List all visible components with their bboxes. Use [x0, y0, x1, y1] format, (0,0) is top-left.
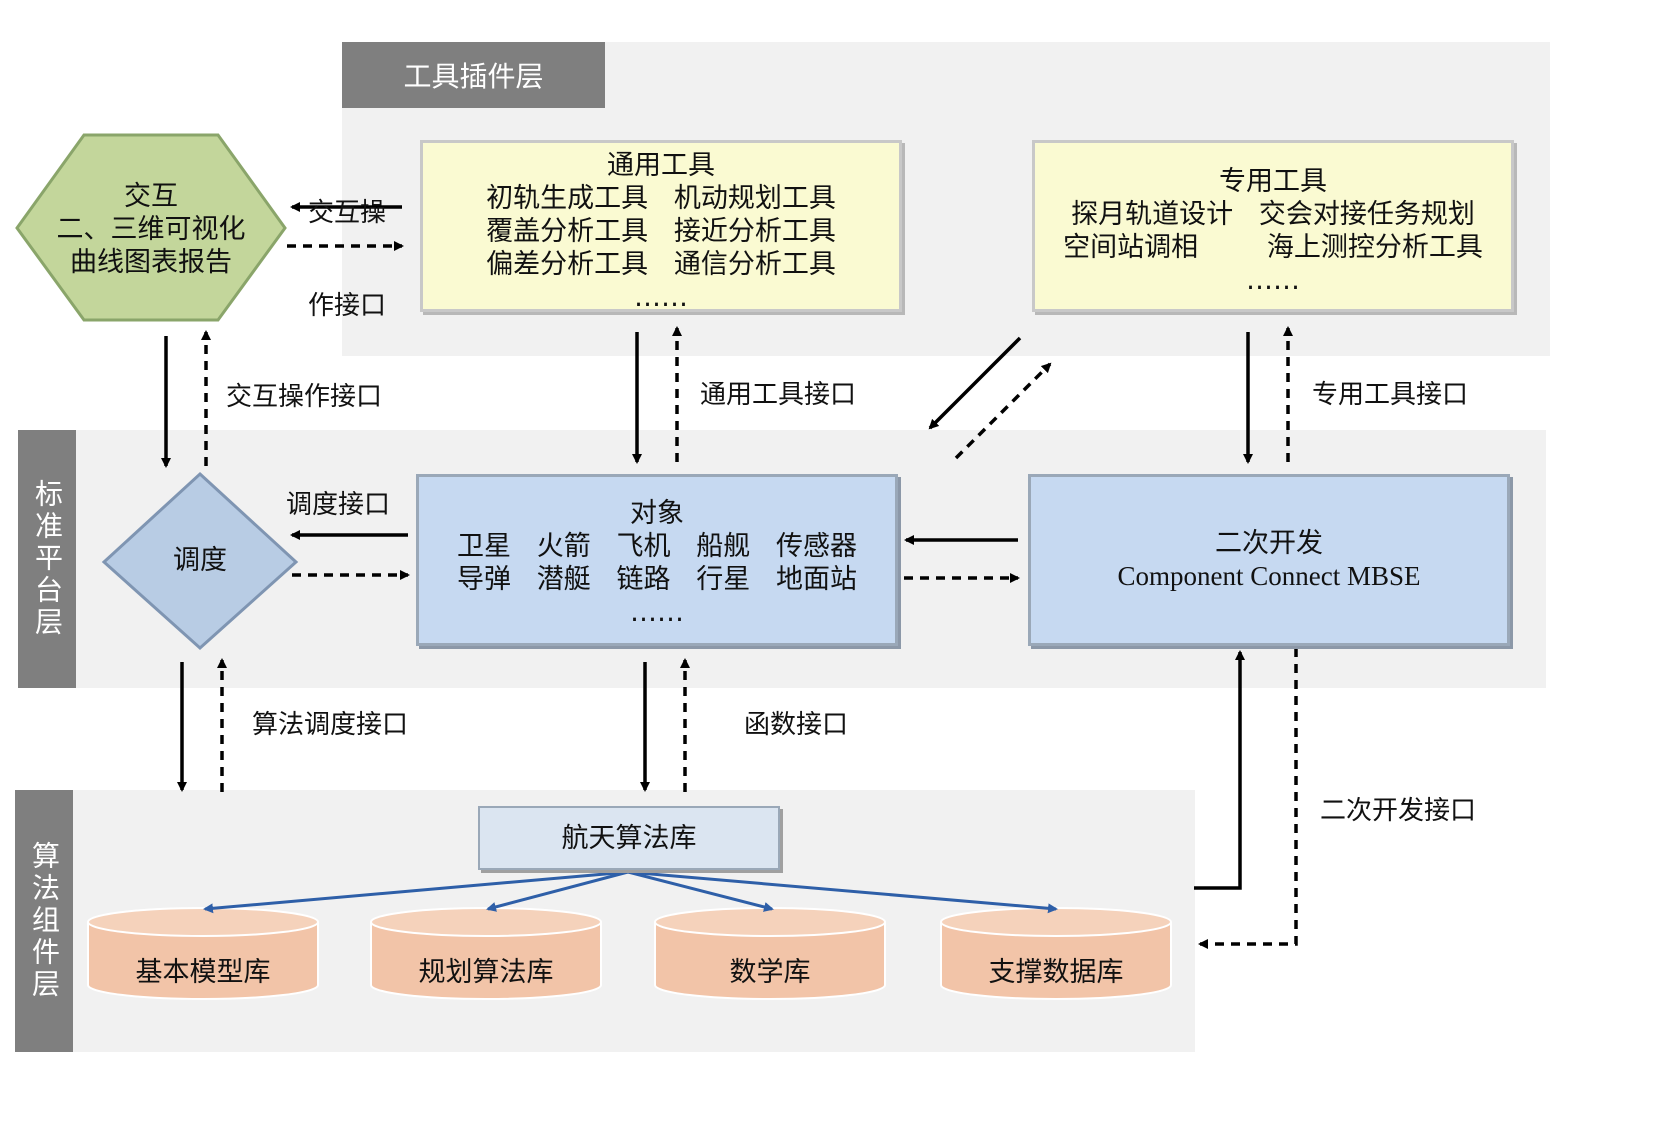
objects-line-2: 导弹 潜艇 链路 行星 地面站	[457, 564, 857, 595]
interaction-line-3: 曲线图表报告	[70, 247, 232, 278]
general-tools-box: 通用工具 初轨生成工具 机动规划工具 覆盖分析工具 接近分析工具 偏差分析工具 …	[420, 140, 902, 313]
database-support-data	[940, 907, 1172, 1000]
label-general-tool-interface: 通用工具接口	[700, 380, 857, 410]
special-tools-box: 专用工具 探月轨道设计 交会对接任务规划 空间站调相 海上测控分析工具 ……	[1032, 140, 1514, 312]
general-tools-line-2: 覆盖分析工具 接近分析工具	[486, 216, 836, 247]
objects-line-1: 卫星 火箭 飞机 船舰 传感器	[457, 531, 857, 562]
label-secondary-interface: 二次开发接口	[1320, 796, 1477, 826]
database-label-basic-model: 基本模型库	[135, 957, 271, 988]
lib-arrow-basic	[203, 870, 629, 914]
label-interact-op: 交互操作接口	[226, 382, 383, 412]
secondary-dev-subtitle: Component Connect MBSE	[1117, 561, 1421, 591]
special-tools-line-2: 空间站调相 海上测控分析工具	[1063, 232, 1483, 263]
interaction-line-2: 二、三维可视化	[56, 214, 246, 245]
database-label-planning-algo: 规划算法库	[418, 957, 554, 988]
platform-layer-tab: 标准平台层	[18, 430, 76, 688]
arrow-special-to-platform	[928, 336, 1022, 430]
lib-arrow-support	[627, 870, 1058, 914]
dashed-platform-to-special	[954, 362, 1052, 460]
label-special-tool-interface: 专用工具接口	[1312, 380, 1469, 410]
interaction-text: 交互 二、三维可视化 曲线图表报告	[30, 180, 272, 279]
objects-title: 对象	[630, 498, 684, 529]
database-planning-algo	[370, 907, 602, 1000]
aerospace-algo-library: 航天算法库	[478, 806, 780, 870]
label-algo-schedule-interface: 算法调度接口	[252, 710, 409, 740]
tool-layer-tab: 工具插件层	[342, 42, 605, 108]
label-interact-op-top-2: 作接口	[308, 291, 387, 321]
general-tools-title: 通用工具	[607, 150, 715, 181]
database-label-math: 数学库	[729, 957, 811, 988]
secondary-dev-title: 二次开发	[1215, 528, 1323, 559]
special-tools-line-1: 探月轨道设计 交会对接任务规划	[1071, 199, 1475, 230]
label-function-interface: 函数接口	[744, 710, 849, 740]
objects-line-3: ……	[630, 597, 684, 628]
database-label-support-data: 支撑数据库	[988, 957, 1124, 988]
general-tools-line-1: 初轨生成工具 机动规划工具	[486, 183, 836, 214]
lib-arrow-math	[627, 870, 774, 912]
database-cylinders	[87, 907, 1172, 1000]
objects-box: 对象 卫星 火箭 飞机 船舰 传感器 导弹 潜艇 链路 行星 地面站 ……	[416, 474, 898, 646]
database-basic-model	[87, 907, 319, 1000]
schedule-label: 调度	[173, 545, 227, 576]
label-interact-op-top-1: 交互操	[308, 198, 387, 228]
interaction-hexagon	[15, 133, 287, 322]
secondary-dev-box: 二次开发 Component Connect MBSE	[1028, 474, 1510, 646]
general-tools-line-4: ……	[634, 282, 688, 313]
schedule-diamond	[101, 471, 299, 651]
interaction-line-1: 交互	[124, 181, 178, 212]
special-tools-title: 专用工具	[1219, 166, 1327, 197]
label-schedule-interface: 调度接口	[286, 490, 391, 520]
dashed-secondary-to-algo	[1198, 648, 1298, 949]
database-math	[654, 907, 886, 1000]
general-tools-line-3: 偏差分析工具 通信分析工具	[486, 249, 836, 280]
algo-layer-tab: 算法组件层	[15, 790, 73, 1052]
lib-arrow-planning	[486, 870, 629, 912]
arrow-algo-to-secondary	[1194, 650, 1245, 890]
special-tools-line-3: ……	[1246, 265, 1300, 296]
label-interact-op-top: 交互操 作接口	[308, 136, 386, 384]
